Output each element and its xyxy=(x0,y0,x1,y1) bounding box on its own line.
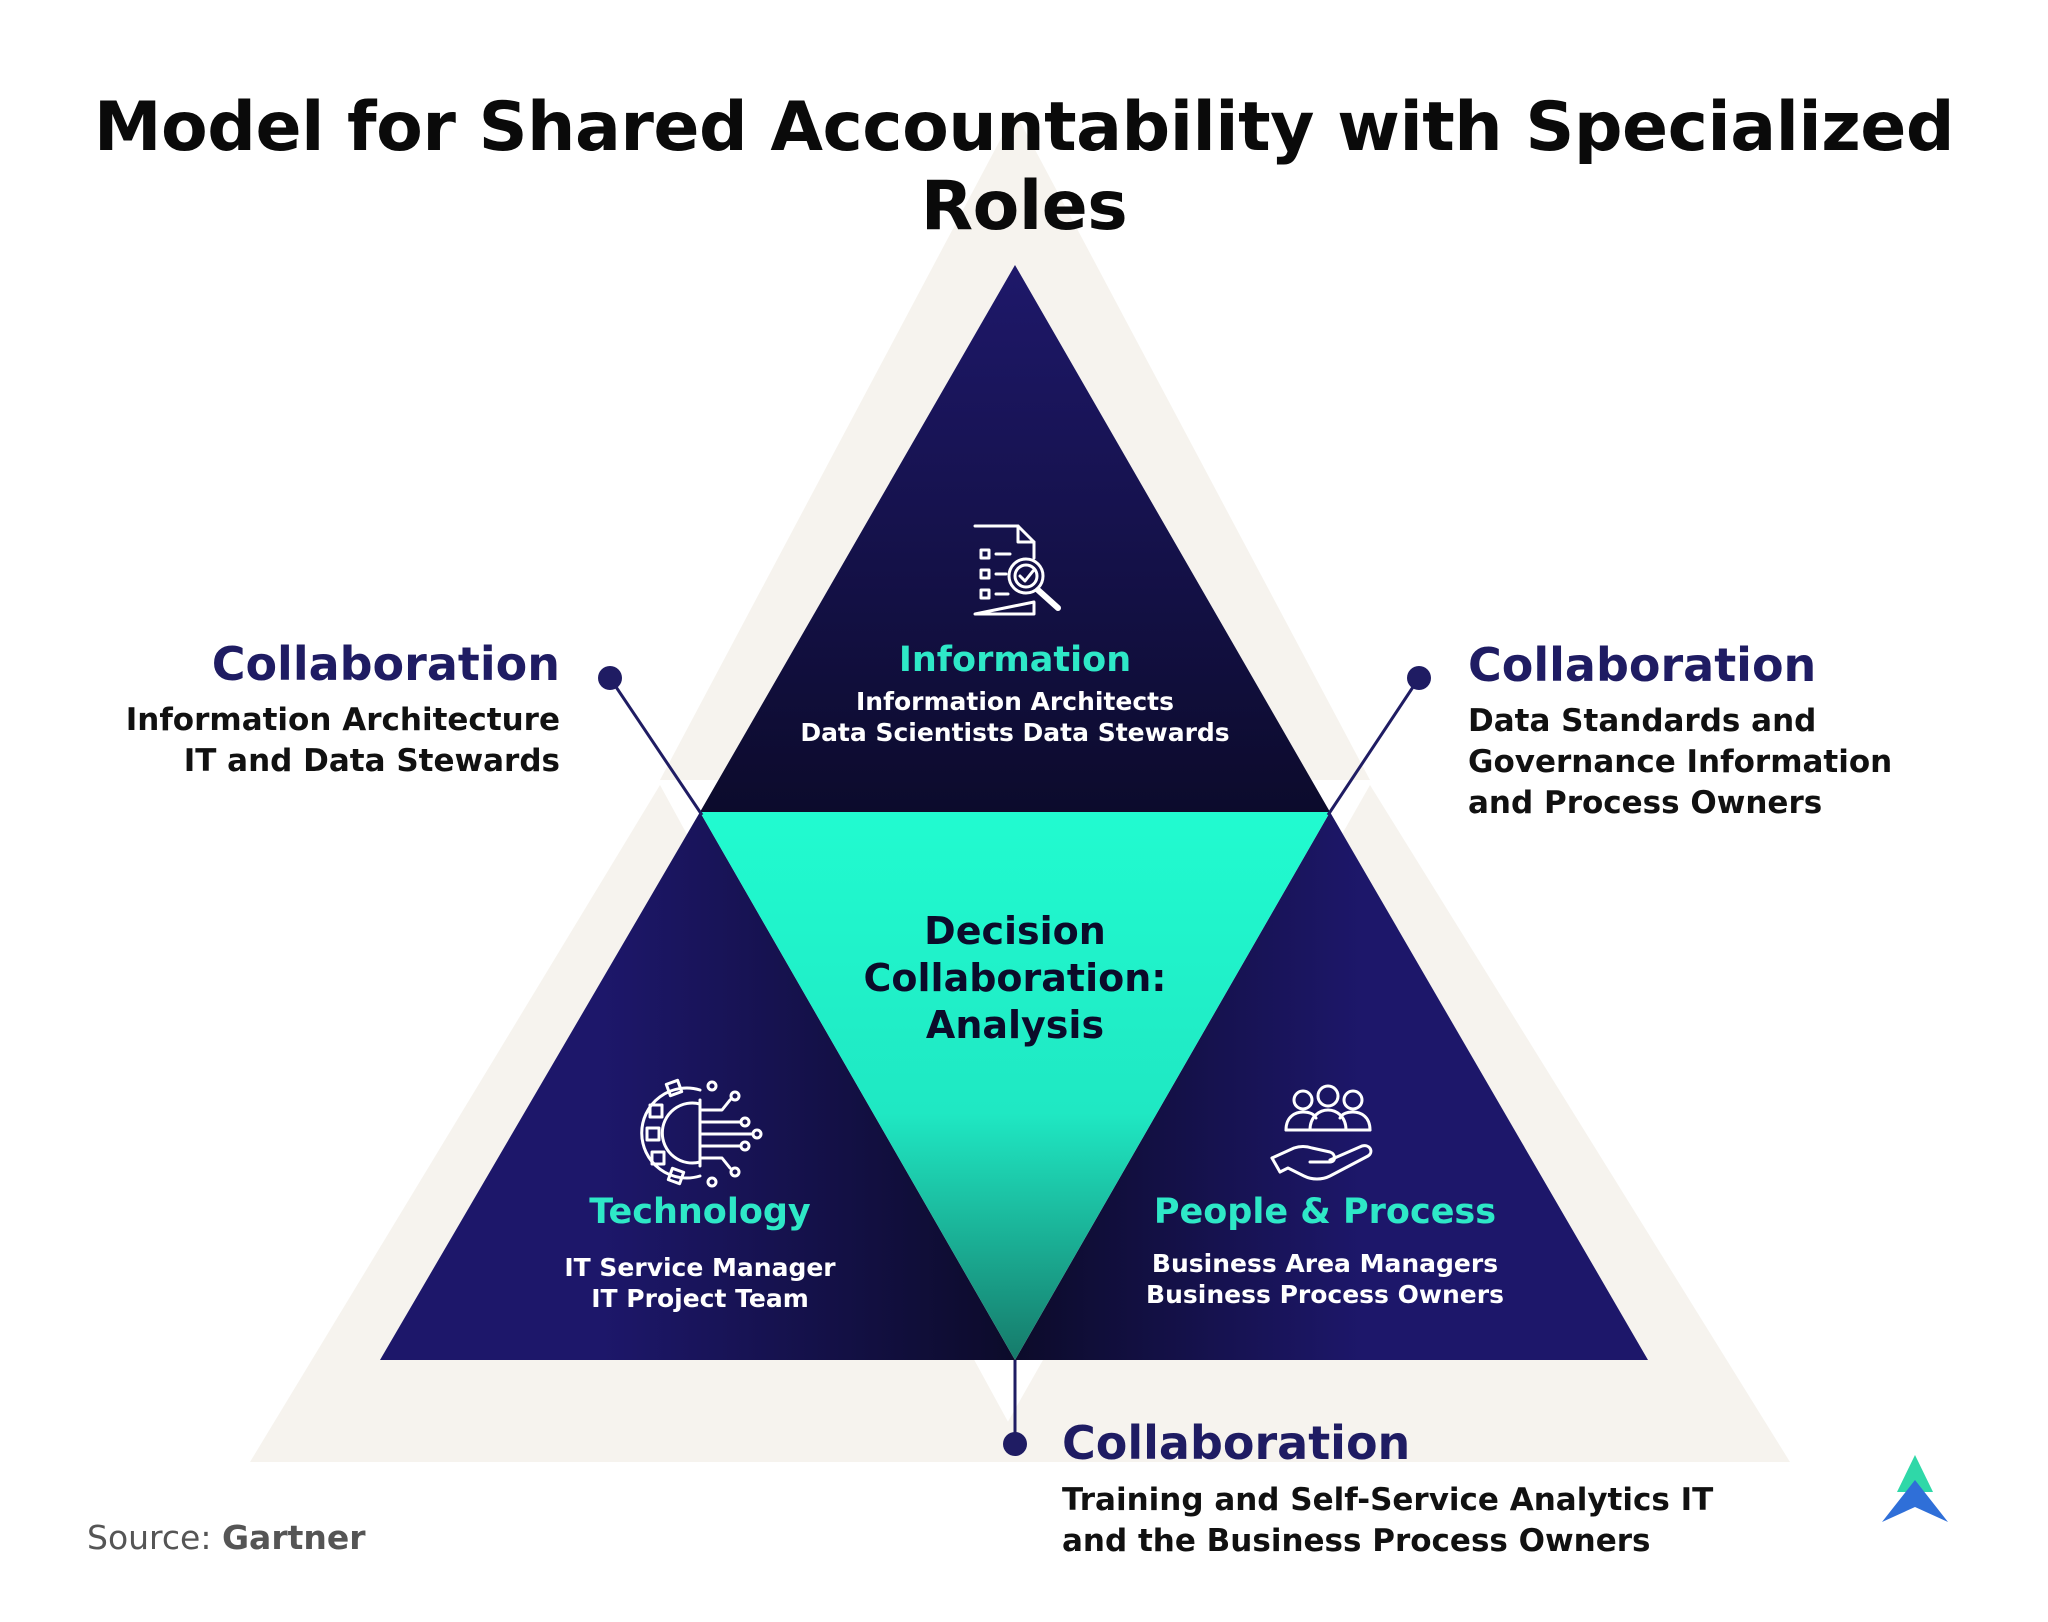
information-roles: Information Architects Data Scientists D… xyxy=(765,686,1265,748)
people-process-heading: People & Process xyxy=(1153,1192,1497,1232)
collaboration-left-line-1: Information Architecture xyxy=(125,702,560,738)
collaboration-left-line-2: IT and Data Stewards xyxy=(183,743,560,779)
collaboration-bottom-text: Training and Self-Service Analytics IT a… xyxy=(1062,1480,1742,1562)
source-name: Gartner xyxy=(221,1518,366,1557)
information-heading: Information xyxy=(898,640,1132,680)
connector-bottom xyxy=(1003,1360,1027,1456)
connector-right xyxy=(1326,666,1431,816)
decision-line-3: Analysis xyxy=(925,1003,1105,1047)
collaboration-left-heading: Collaboration xyxy=(211,637,560,691)
decision-triangle xyxy=(700,812,1330,1360)
collaboration-left-text: Information Architecture IT and Data Ste… xyxy=(60,700,560,782)
collaboration-right-line-2: Governance Information xyxy=(1468,744,1893,780)
connector-left xyxy=(598,666,704,816)
source-label: Source: xyxy=(87,1518,212,1557)
collaboration-bottom-line-1: Training and Self-Service Analytics IT xyxy=(1062,1482,1714,1518)
arrow-logo-icon xyxy=(1882,1455,1948,1522)
information-role-2: Data Scientists Data Stewards xyxy=(800,718,1230,747)
collaboration-right-heading: Collaboration xyxy=(1468,638,1817,692)
collaboration-right-text: Data Standards and Governance Informatio… xyxy=(1468,701,1988,824)
collaboration-right-line-3: and Process Owners xyxy=(1468,785,1823,821)
technology-role-2: IT Project Team xyxy=(591,1284,809,1313)
collaboration-bottom-line-2: and the Business Process Owners xyxy=(1062,1523,1651,1559)
people-hand-icon xyxy=(1270,1084,1373,1181)
technology-role-1: IT Service Manager xyxy=(564,1253,836,1282)
technology-heading: Technology xyxy=(589,1192,811,1232)
information-triangle xyxy=(700,265,1330,812)
collaboration-right-line-1: Data Standards and xyxy=(1468,703,1817,739)
people-process-roles: Business Area Managers Business Process … xyxy=(1075,1248,1575,1310)
collaboration-bottom-heading: Collaboration xyxy=(1062,1416,1411,1470)
gear-circuit-icon xyxy=(640,1078,763,1188)
document-search-icon xyxy=(973,524,1061,616)
decision-label: Decision Collaboration: Analysis xyxy=(815,908,1215,1049)
decision-line-2: Collaboration: xyxy=(863,956,1167,1000)
people-process-role-1: Business Area Managers xyxy=(1151,1249,1499,1278)
information-role-1: Information Architects xyxy=(855,687,1175,716)
source-credit: Source: Gartner xyxy=(87,1518,366,1557)
technology-triangle xyxy=(380,812,1015,1360)
decision-line-1: Decision xyxy=(924,909,1106,953)
people-process-role-2: Business Process Owners xyxy=(1146,1280,1504,1309)
page-title: Model for Shared Accountability with Spe… xyxy=(93,88,1955,246)
technology-roles: IT Service Manager IT Project Team xyxy=(500,1252,900,1314)
